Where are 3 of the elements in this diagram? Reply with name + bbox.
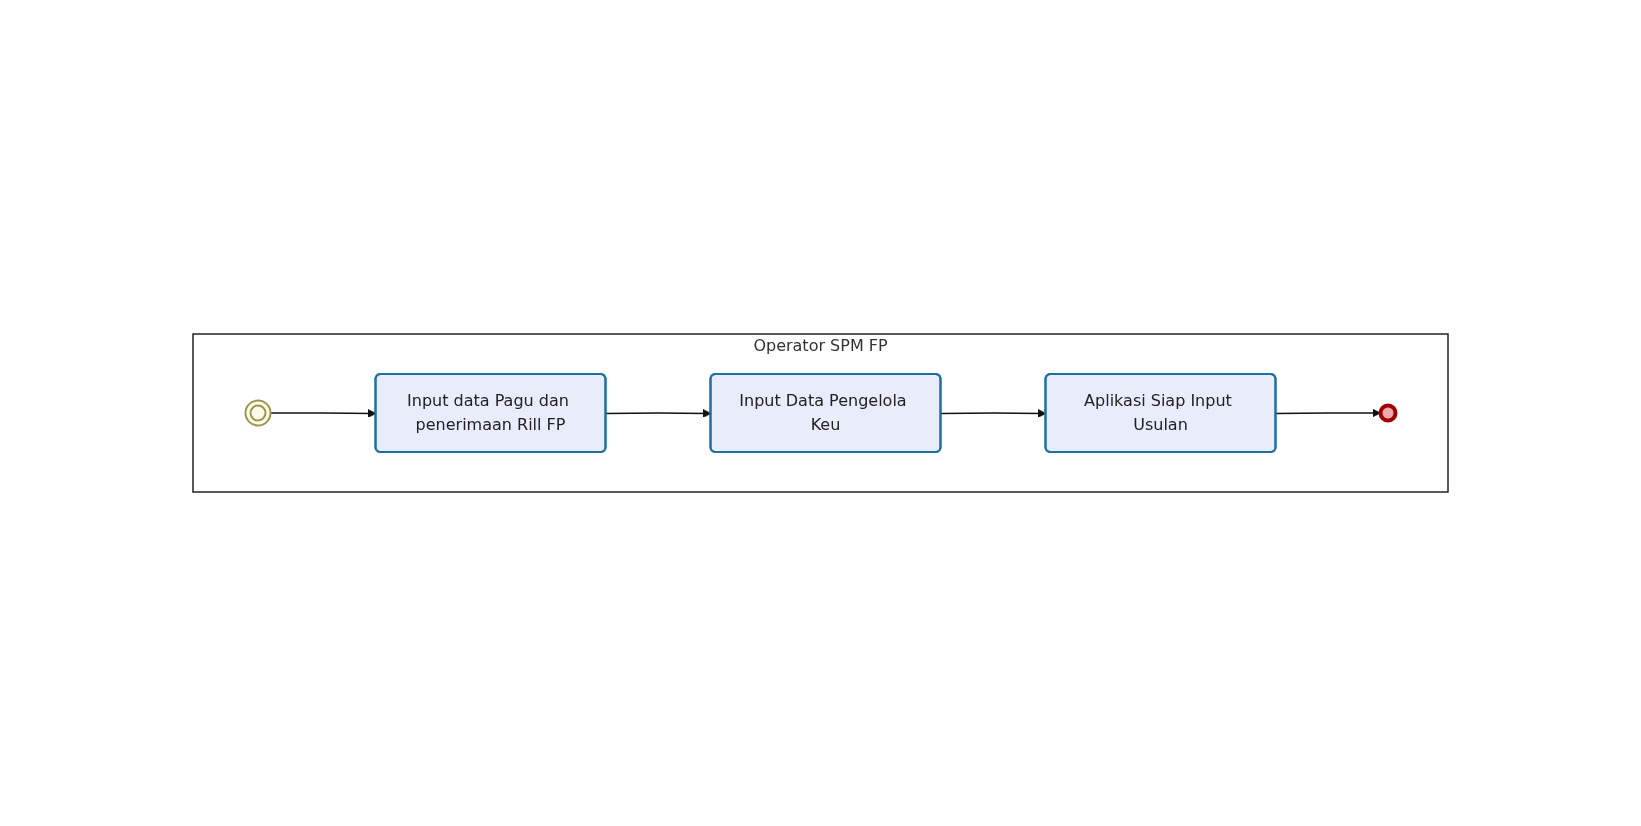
- arrow: [1275, 408, 1381, 418]
- node-circle: [244, 399, 272, 427]
- node-circle: [1378, 403, 1398, 423]
